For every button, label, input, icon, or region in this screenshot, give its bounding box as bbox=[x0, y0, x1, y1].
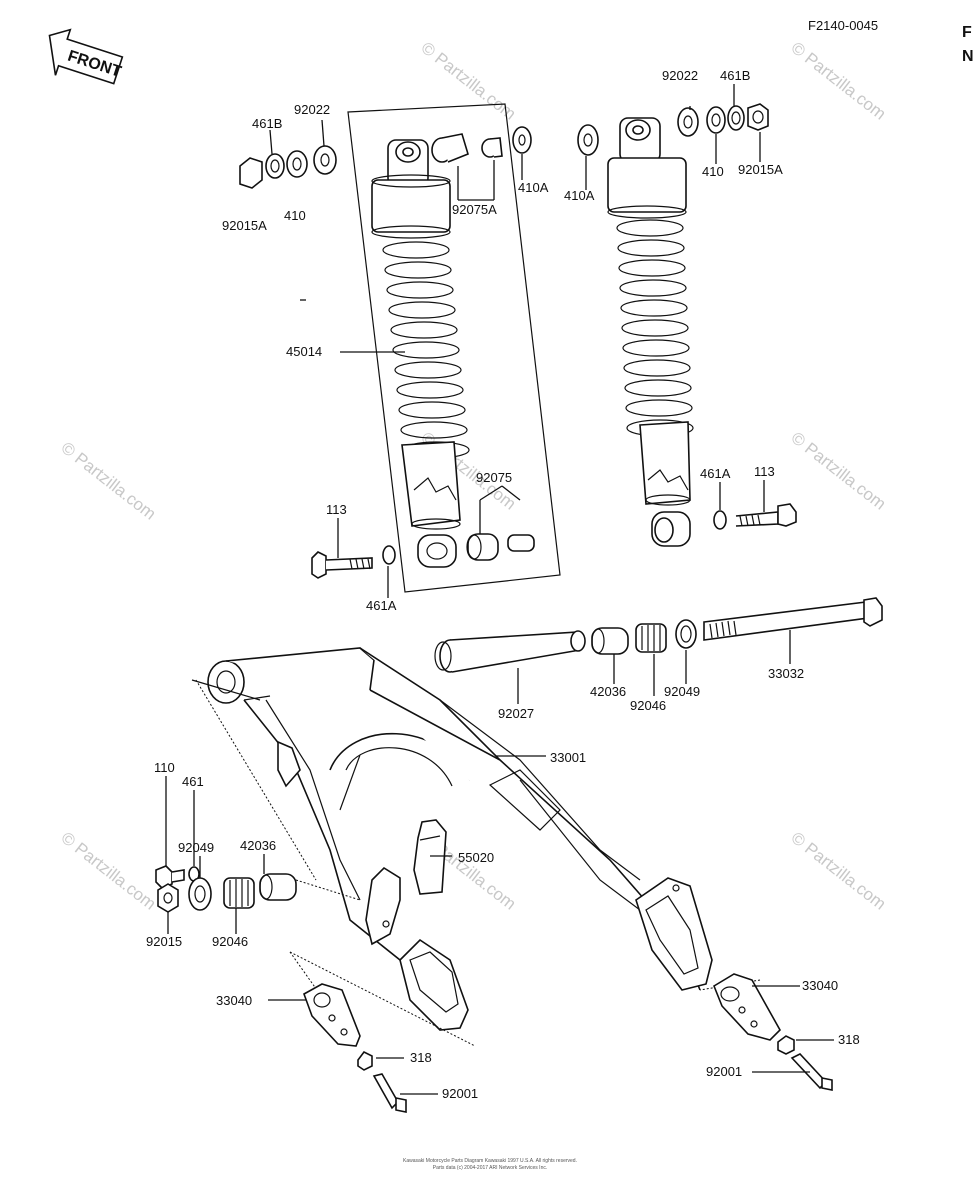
leader-lines bbox=[165, 84, 834, 1095]
label-45014: 45014 bbox=[286, 344, 322, 359]
footer-copyright: Kawasaki Motorcycle Parts Diagram Kawasa… bbox=[300, 1158, 680, 1172]
chain-guide-55020 bbox=[413, 819, 447, 895]
label-92046-left: 92046 bbox=[212, 934, 248, 949]
watermark: © Partzilla.com bbox=[788, 828, 890, 914]
label-92049-left: 92049 bbox=[178, 840, 214, 855]
shock-kit-outline bbox=[347, 103, 561, 593]
label-110: 110 bbox=[154, 760, 175, 775]
label-42036-left: 42036 bbox=[240, 838, 276, 853]
label-113-left: 113 bbox=[326, 502, 347, 517]
label-461a-right: 461A bbox=[700, 466, 731, 481]
label-318-right: 318 bbox=[838, 1032, 860, 1047]
chain-adjuster-33040-right bbox=[713, 973, 833, 1091]
label-410a-right: 410A bbox=[564, 188, 595, 203]
pivot-sleeve-92027 bbox=[434, 630, 586, 673]
label-33001: 33001 bbox=[550, 750, 586, 765]
label-33040-left: 33040 bbox=[216, 993, 252, 1008]
edge-letter: N bbox=[962, 48, 974, 65]
swingarm-33001 bbox=[191, 647, 713, 1031]
bolt-113-right bbox=[713, 503, 797, 530]
label-33032: 33032 bbox=[768, 666, 804, 681]
footer-line: Kawasaki Motorcycle Parts Diagram Kawasa… bbox=[403, 1158, 577, 1164]
part-labels: 92022 461B 92015A 410 92075A 410A 410A 9… bbox=[146, 68, 860, 1101]
pivot-shaft-33032 bbox=[703, 597, 883, 641]
watermark: © Partzilla.com bbox=[58, 438, 160, 524]
label-318-left: 318 bbox=[410, 1050, 432, 1065]
edge-letter: F bbox=[962, 24, 972, 41]
left-top-hardware bbox=[239, 145, 337, 189]
label-42036-top: 42036 bbox=[590, 684, 626, 699]
pivot-parts-right bbox=[591, 619, 697, 655]
left-rear-shock bbox=[371, 139, 470, 568]
watermark: © Partzilla.com bbox=[58, 828, 160, 914]
right-rear-shock bbox=[607, 117, 694, 547]
label-33040-right: 33040 bbox=[802, 978, 838, 993]
bolt-113-left bbox=[311, 545, 396, 579]
watermark: © Partzilla.com bbox=[788, 38, 890, 124]
label-92015: 92015 bbox=[146, 934, 182, 949]
label-92049-top: 92049 bbox=[664, 684, 700, 699]
label-461b-right: 461B bbox=[720, 68, 750, 83]
label-461: 461 bbox=[182, 774, 204, 789]
label-92075: 92075 bbox=[476, 470, 512, 485]
front-arrow-icon: FRONT bbox=[48, 28, 124, 85]
label-113-right: 113 bbox=[754, 464, 775, 479]
lower-collar-92075 bbox=[466, 533, 535, 561]
label-92046-top: 92046 bbox=[630, 698, 666, 713]
label-410a-left: 410A bbox=[518, 180, 549, 195]
watermark: © Partzilla.com bbox=[418, 38, 520, 124]
label-92001-left: 92001 bbox=[442, 1086, 478, 1101]
label-92001-right: 92001 bbox=[706, 1064, 742, 1079]
footer-line: Parts data (c) 2004-2017 ARI Network Ser… bbox=[432, 1165, 548, 1171]
left-pivot-hardware bbox=[155, 865, 297, 913]
chain-adjuster-33040-left bbox=[303, 983, 407, 1113]
label-92022-right: 92022 bbox=[662, 68, 698, 83]
label-410-right: 410 bbox=[702, 164, 724, 179]
watermark: © Partzilla.com bbox=[788, 428, 890, 514]
label-92022-left: 92022 bbox=[294, 102, 330, 117]
label-92075a: 92075A bbox=[452, 202, 497, 217]
upper-collar-92075a bbox=[431, 133, 503, 163]
label-92027: 92027 bbox=[498, 706, 534, 721]
label-461a-left: 461A bbox=[366, 598, 397, 613]
washer-410a-left bbox=[512, 126, 532, 154]
label-92015a-left: 92015A bbox=[222, 218, 267, 233]
label-461b-left: 461B bbox=[252, 116, 282, 131]
right-top-hardware bbox=[577, 103, 769, 156]
label-92015a-right: 92015A bbox=[738, 162, 783, 177]
label-55020: 55020 bbox=[458, 850, 494, 865]
label-410-left: 410 bbox=[284, 208, 306, 223]
figure-code: F2140-0045 bbox=[808, 18, 878, 33]
